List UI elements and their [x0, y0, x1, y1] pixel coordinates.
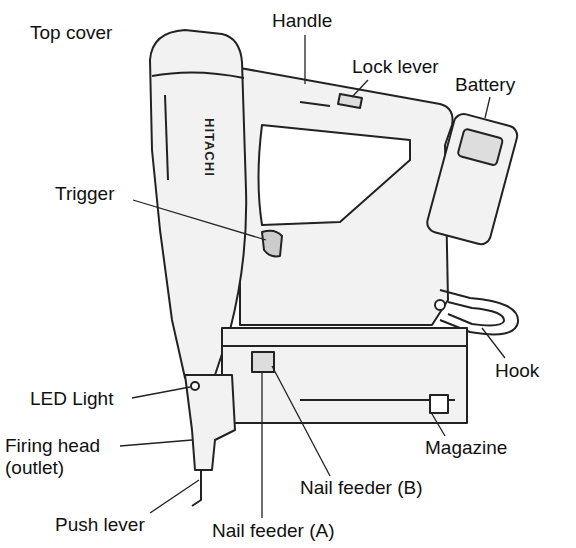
part-label: Hook — [495, 360, 539, 382]
part-label: Handle — [272, 10, 332, 32]
part-label: Nail feeder (A) — [212, 520, 335, 542]
part-label: Magazine — [425, 437, 507, 459]
part-label: Battery — [455, 74, 515, 96]
part-label: Push lever — [55, 514, 145, 536]
part-label: Trigger — [55, 183, 114, 205]
part-label: Lock lever — [352, 56, 439, 78]
part-label: LED Light — [30, 388, 113, 410]
brand-logo: HITACHI — [202, 118, 216, 177]
part-label: Firing head (outlet) — [5, 435, 123, 479]
part-label: Top cover — [30, 22, 112, 44]
part-label: Nail feeder (B) — [300, 477, 423, 499]
